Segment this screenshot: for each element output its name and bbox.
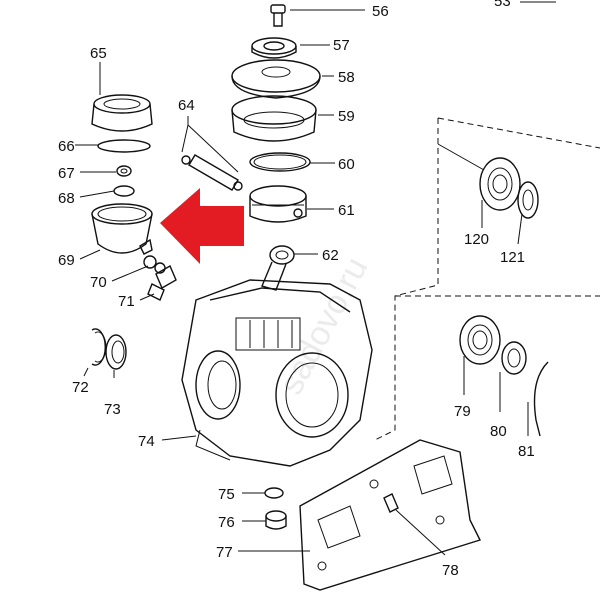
watermark: sadovo.ru (272, 251, 376, 401)
part-81 (527, 361, 549, 437)
part-71-fitting (139, 265, 177, 301)
part-56-bolt (270, 4, 365, 27)
label-80: 80 (490, 423, 507, 440)
part-76-drain-plug (242, 510, 287, 530)
label-77: 77 (216, 544, 233, 561)
label-76: 76 (218, 514, 235, 531)
part-121-seal (517, 181, 539, 245)
part-79-bearing (459, 315, 501, 395)
label-73: 73 (104, 401, 121, 418)
label-120: 120 (464, 231, 489, 248)
part-120-bearing (437, 143, 521, 228)
part-65-valve-cap (91, 62, 153, 132)
part-72-circlip (83, 328, 107, 377)
part-58-cover (231, 59, 334, 99)
label-72: 72 (72, 379, 89, 396)
part-68-washer (79, 185, 135, 198)
label-64: 64 (178, 97, 195, 114)
part-59-cylinder (231, 95, 334, 142)
label-75: 75 (218, 486, 235, 503)
part-77-mounting-plate (238, 439, 481, 591)
label-81: 81 (518, 443, 535, 460)
label-56: 56 (372, 3, 389, 20)
part-67-small-ring (80, 165, 132, 177)
label-59: 59 (338, 108, 355, 125)
label-78: 78 (442, 562, 459, 579)
part-70-o-ring (111, 255, 166, 282)
part-69-valve-housing (79, 203, 153, 260)
label-74: 74 (138, 433, 155, 450)
part-64-pin (181, 116, 243, 191)
label-121: 121 (500, 249, 525, 266)
label-66: 66 (58, 138, 75, 155)
label-68: 68 (58, 190, 75, 207)
part-74-pump-body (161, 279, 373, 467)
label-71: 71 (118, 293, 135, 310)
label-53: 53 (494, 0, 511, 10)
part-75-washer (242, 487, 284, 499)
part-78-stud (383, 493, 446, 556)
part-60-o-ring (249, 152, 335, 172)
red-indicator-arrow (160, 188, 244, 264)
label-79: 79 (454, 403, 471, 420)
part-80-seal (499, 341, 527, 412)
label-60: 60 (338, 156, 355, 173)
label-62: 62 (322, 247, 339, 264)
part-57-cap-ring (251, 37, 330, 59)
part-61-piston (249, 185, 334, 223)
label-70: 70 (90, 274, 107, 291)
label-69: 69 (58, 252, 75, 269)
label-58: 58 (338, 69, 355, 86)
right-frame (374, 117, 600, 441)
label-65: 65 (90, 45, 107, 62)
part-66-ring (75, 139, 151, 153)
part-73-seal (105, 334, 127, 378)
label-57: 57 (333, 37, 350, 54)
label-61: 61 (338, 202, 355, 219)
label-67: 67 (58, 165, 75, 182)
